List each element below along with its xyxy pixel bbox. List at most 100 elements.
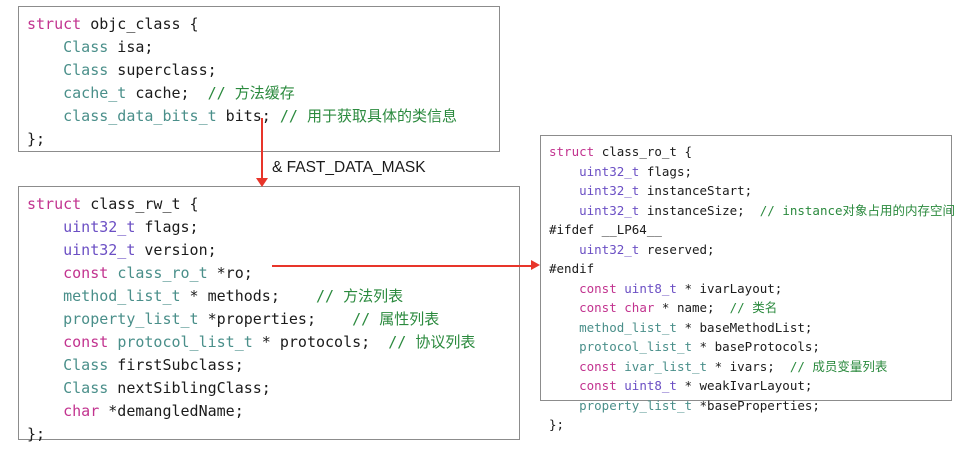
code-box-class-ro-t: struct class_ro_t { uint32_t flags; uint… [540,135,955,432]
code-token: }; [549,417,565,432]
code-token: const [579,280,625,296]
code-line: }; [549,415,943,435]
code-token: cache; [126,84,208,102]
code-token: * protocols; [252,333,389,351]
code-token: * ivars; [707,358,790,374]
code-token: class_ro_t [117,264,208,282]
code-token [27,402,63,420]
code-box-class-rw-t: struct class_rw_t { uint32_t flags; uint… [18,186,520,443]
code-token: *demangledName; [99,402,244,420]
code-token: method_list_t [579,319,677,335]
code-line: struct objc_class { [27,13,491,36]
code-token: struct [27,15,91,33]
code-token: uint32_t [579,202,640,218]
code-token: // 成员变量列表 [789,358,888,374]
code-token: // 类名 [729,300,778,315]
code-line: }; [27,423,511,446]
code-token: // 用于获取具体的类信息 [279,107,457,125]
code-token: isa; [108,38,154,56]
code-token [27,61,63,79]
code-line: method_list_t * baseMethodList; [549,318,943,338]
code-token: #endif [549,261,595,276]
code-line: const uint8_t * ivarLayout; [549,279,943,299]
code-token: property_list_t [63,310,199,328]
code-token: const [63,264,118,282]
code-token [549,398,579,413]
code-token: struct [549,144,602,159]
code-token [549,203,579,218]
code-token: Class [63,38,109,56]
code-token: version; [135,241,217,259]
code-line: Class nextSiblingClass; [27,377,511,400]
code-line: uint32_t instanceStart; [549,181,943,201]
code-token: const [63,333,118,351]
code-token: uint32_t [63,218,136,236]
code-token: bits; [216,107,280,125]
code-token [549,378,579,393]
code-line: const class_ro_t *ro; [27,262,511,285]
code-token: *properties; [198,310,353,328]
code-token [27,38,63,56]
code-line: const protocol_list_t * protocols; // 协议… [27,331,511,354]
code-line: class_data_bits_t bits; // 用于获取具体的类信息 [27,105,491,128]
code-token: objc_class { [90,15,199,33]
code-token: * methods; [180,287,316,305]
code-line: uint32_t instanceSize; // instance对象占用的内… [549,201,955,221]
code-token: Class [63,356,109,374]
code-line: uint32_t reserved; [549,240,943,260]
code-token [27,107,63,125]
code-token [27,310,63,328]
code-token [27,264,63,282]
code-token: *ro; [207,264,253,282]
code-line: struct class_rw_t { [27,193,511,216]
code-token [549,339,579,354]
code-token: // 属性列表 [352,310,440,328]
code-token: *baseProperties; [692,397,820,413]
code-line: cache_t cache; // 方法缓存 [27,82,491,105]
code-line: uint32_t version; [27,239,511,262]
code-token: uint32_t [63,241,136,259]
code-token: }; [27,425,46,443]
code-line: uint32_t flags; [549,162,943,182]
code-token: uint32_t [579,241,640,257]
code-token: class_data_bits_t [63,107,217,125]
code-token [27,356,63,374]
code-token: * weakIvarLayout; [676,378,813,393]
code-line: const char * name; // 类名 [549,298,943,318]
code-token [549,320,579,335]
code-token: char [624,300,655,315]
code-token: #ifdef __LP64__ [549,222,662,237]
code-token: const [579,358,625,374]
code-line: #endif [549,259,943,279]
arrow-bits-to-class-rw-head [256,178,268,187]
arrow-bits-to-class-rw-line [261,118,263,180]
code-token: nextSiblingClass; [108,379,271,397]
code-token: // 方法列表 [316,287,404,305]
code-box-objc-class: struct objc_class { Class isa; Class sup… [18,6,500,152]
code-token: * baseMethodList; [676,319,813,335]
code-token: protocol_list_t [117,333,253,351]
code-line: Class superclass; [27,59,491,82]
code-token [549,300,579,315]
code-token [549,183,579,198]
code-token: property_list_t [579,397,692,413]
code-token: cache_t [63,84,127,102]
code-token: instanceSize; [639,202,760,218]
code-token [27,379,63,397]
code-line: struct class_ro_t { [549,142,943,162]
code-token [549,242,579,257]
arrow-ro-to-class-ro-head [531,260,540,270]
code-token [549,359,579,374]
code-line: method_list_t * methods; // 方法列表 [27,285,511,308]
code-token: uint8_t [624,280,677,296]
code-token: * ivarLayout; [676,280,783,296]
code-token [27,241,63,259]
code-token: uint32_t [579,183,640,198]
code-token [549,281,579,296]
code-token: const [579,300,625,315]
code-line: const ivar_list_t * ivars; // 成员变量列表 [549,357,943,377]
code-token: method_list_t [63,287,181,305]
code-line: #ifdef __LP64__ [549,220,943,240]
code-line: char *demangledName; [27,400,511,423]
code-token: reserved; [639,241,715,257]
